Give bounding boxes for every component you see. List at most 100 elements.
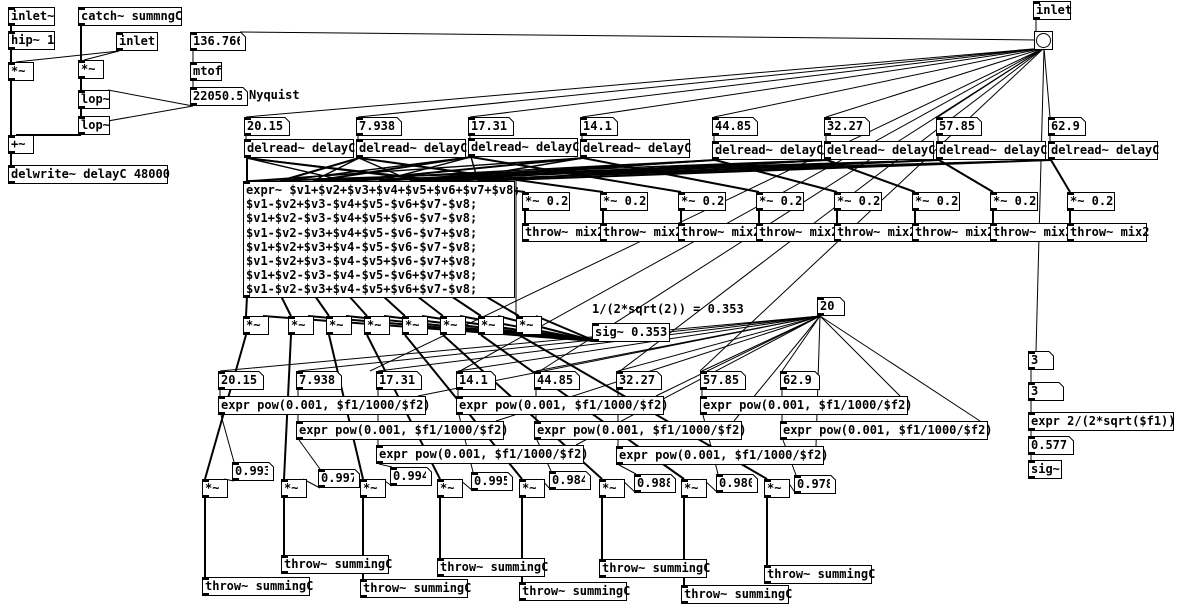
throw-mix-object[interactable]: throw~ mix2 [1067,223,1149,242]
decay-expr-object[interactable]: expr pow(0.001, $f1/1000/$f2) [616,446,829,465]
delread-object[interactable]: delread~ delayC [244,139,355,158]
throw-mix-object[interactable]: throw~ mix2 [912,223,994,242]
throw-summing-object[interactable]: throw~ summingC [202,577,313,596]
decay-expr-object[interactable]: expr pow(0.001, $f1/1000/$f2) [780,421,993,440]
delay-time-number-box[interactable]: 20.15 [244,117,290,136]
delay-time-number-box[interactable]: 62.9 [1048,117,1086,136]
gain-object[interactable]: *~ 0.2 [678,192,726,211]
decay-expr-object[interactable]: expr pow(0.001, $f1/1000/$f2) [456,396,669,415]
feedback-time-number-box[interactable]: 32.27 [616,371,662,390]
multiply-object[interactable]: *~ [681,479,707,498]
delay-time-number-box[interactable]: 32.27 [824,117,870,136]
feedback-time-number-box[interactable]: 57.85 [700,371,746,390]
add-object[interactable]: +~ [8,135,34,154]
multiply-object[interactable]: *~ [281,479,307,498]
throw-summing-object[interactable]: throw~ summingC [764,565,875,584]
delread-object[interactable]: delread~ delayC [1048,141,1159,160]
delread-object[interactable]: delread~ delayC [936,141,1047,160]
gain-object[interactable]: *~ 0.2 [600,192,648,211]
mtof-object[interactable]: mtof [190,62,222,81]
feedback-time-number-box[interactable]: 14.1 [456,371,496,390]
multiply-object[interactable]: *~ [402,316,428,335]
throw-mix-object[interactable]: throw~ mix2 [756,223,838,242]
nyquist-number-box[interactable]: 22050.5 [190,87,248,106]
decay-expr-object[interactable]: expr pow(0.001, $f1/1000/$f2) [376,445,589,464]
multiply-object[interactable]: *~ [288,316,314,335]
multiply-object[interactable]: *~ [243,316,269,335]
multiply-object[interactable]: *~ [78,60,104,79]
coefficient-number-box[interactable]: 0.978 [794,475,836,494]
delread-object[interactable]: delread~ delayC [468,138,579,157]
delread-object[interactable]: delread~ delayC [712,141,823,160]
coefficient-number-box[interactable]: 0.984 [549,471,591,490]
pitch-number-box[interactable]: 136.766 [190,32,246,51]
delay-time-number-box[interactable]: 44.85 [712,117,758,136]
lowpass-object[interactable]: lop~ [78,90,110,109]
three-number-box[interactable]: 3 [1028,382,1064,401]
throw-summing-object[interactable]: throw~ summingC [437,558,548,577]
throw-mix-object[interactable]: throw~ mix2 [678,223,760,242]
delay-time-number-box[interactable]: 57.85 [936,117,982,136]
multiply-object[interactable]: *~ [599,479,625,498]
multiply-object[interactable]: *~ [519,479,545,498]
decay-expr-object[interactable]: expr pow(0.001, $f1/1000/$f2) [296,421,509,440]
throw-mix-object[interactable]: throw~ mix2 [600,223,682,242]
normalize-number-box[interactable]: 0.577 [1028,436,1074,455]
coefficient-number-box[interactable]: 0.993 [232,462,274,481]
gain-object[interactable]: *~ 0.2 [756,192,804,211]
delwrite-object[interactable]: delwrite~ delayC 48000 [8,165,170,184]
multiply-object[interactable]: *~ [440,316,466,335]
gain-object[interactable]: *~ 0.2 [912,192,960,211]
multiply-object[interactable]: *~ [360,479,386,498]
lowpass-object[interactable]: lop~ [78,116,110,135]
multiply-object[interactable]: *~ [764,479,790,498]
multiply-object[interactable]: *~ [364,316,390,335]
three-number-box[interactable]: 3 [1028,351,1054,370]
feedback-time-number-box[interactable]: 62.9 [780,371,820,390]
sig-constant-object[interactable]: sig~ 0.353 [592,323,670,342]
multiply-object[interactable]: *~ [437,479,463,498]
throw-mix-object[interactable]: throw~ mix2 [522,223,604,242]
coefficient-number-box[interactable]: 0.988 [634,474,676,493]
catch-object[interactable]: catch~ summngC [78,7,182,26]
coefficient-number-box[interactable]: 0.997 [318,469,360,488]
decay-expr-object[interactable]: expr pow(0.001, $f1/1000/$f2) [218,396,431,415]
multiply-object[interactable]: *~ [202,479,228,498]
throw-summing-object[interactable]: throw~ summingC [281,555,392,574]
gain-object[interactable]: *~ 0.2 [522,192,570,211]
delay-time-number-box[interactable]: 14.1 [580,117,618,136]
coefficient-number-box[interactable]: 0.994 [390,467,432,486]
expr-normalize-object[interactable]: expr 2/(2*sqrt($f1)) [1028,412,1176,431]
throw-mix-object[interactable]: throw~ mix2 [834,223,916,242]
feedback-time-number-box[interactable]: 7.938 [296,371,342,390]
feedback-time-number-box[interactable]: 20.15 [218,371,264,390]
hadamard-matrix-expr[interactable]: expr~ $v1+$v2+$v3+$v4+$v5+$v6+$v7+$v8; $… [243,181,521,298]
feedback-time-number-box[interactable]: 44.85 [534,371,580,390]
bang-button[interactable] [1034,31,1053,50]
multiply-object[interactable]: *~ [8,62,34,81]
decay-expr-object[interactable]: expr pow(0.001, $f1/1000/$f2) [700,396,913,415]
multiply-object[interactable]: *~ [478,316,504,335]
delread-object[interactable]: delread~ delayC [580,139,691,158]
coefficient-number-box[interactable]: 0.980 [716,474,758,493]
throw-summing-object[interactable]: throw~ summingC [599,559,710,578]
inlet-object[interactable]: inlet [1033,1,1072,20]
gain-object[interactable]: *~ 0.2 [834,192,882,211]
throw-summing-object[interactable]: throw~ summingC [519,582,630,601]
delay-time-number-box[interactable]: 7.938 [356,117,402,136]
twenty-number-box[interactable]: 20 [817,297,845,316]
throw-mix-object[interactable]: throw~ mix2 [990,223,1072,242]
gain-object[interactable]: *~ 0.2 [990,192,1038,211]
coefficient-number-box[interactable]: 0.995 [471,472,513,491]
delread-object[interactable]: delread~ delayC [824,141,935,160]
gain-object[interactable]: *~ 0.2 [1067,192,1115,211]
sig-object[interactable]: sig~ [1028,460,1062,479]
multiply-object[interactable]: *~ [326,316,352,335]
delay-time-number-box[interactable]: 17.31 [468,117,514,136]
decay-expr-object[interactable]: expr pow(0.001, $f1/1000/$f2) [534,421,747,440]
throw-summing-object[interactable]: throw~ summingC [681,585,792,604]
inlet-tilde-object[interactable]: inlet~ [8,7,55,26]
delread-object[interactable]: delread~ delayC [356,139,467,158]
multiply-object[interactable]: *~ [516,316,542,335]
